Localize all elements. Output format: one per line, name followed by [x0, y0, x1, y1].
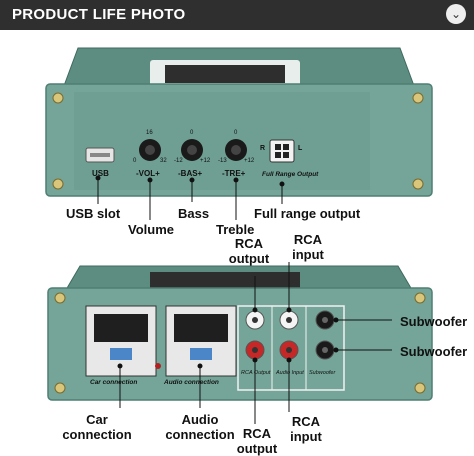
- bas-scale-top: 0: [190, 130, 194, 136]
- rca-input-callout-bottom: RCA input: [290, 414, 322, 444]
- rca-output-callout-top: RCA output: [228, 236, 270, 266]
- car-connection-label: Car connection: [90, 379, 137, 386]
- audio-connection-callout: Audio connection: [165, 412, 235, 442]
- bas-scale-min: -12: [174, 158, 183, 164]
- header-title: PRODUCT LIFE PHOTO: [12, 6, 186, 23]
- full-range-output-callout: Full range output: [254, 206, 361, 221]
- audio-connection-label: Audio connection: [163, 379, 219, 386]
- volume-callout: Volume: [128, 222, 174, 237]
- bas-knob-label: -BAS+: [178, 169, 203, 178]
- usb-slot-callout: USB slot: [66, 206, 121, 221]
- product-photo: USB 16 0 32 0 -12 +12 0 -13 +12 -VOL+ -B…: [45, 47, 433, 424]
- fr-left-label: L: [298, 145, 303, 152]
- vol-scale-top: 16: [146, 130, 153, 136]
- chevron-down-icon[interactable]: ⌄: [446, 4, 466, 24]
- bas-scale-max: +12: [200, 158, 211, 164]
- subwoofer-callout-1: Subwoofer: [400, 314, 468, 329]
- vol-scale-min: 0: [133, 158, 137, 164]
- car-connection-callout: Car connection: [62, 412, 132, 442]
- fr-output-label: Full Range Output: [262, 171, 319, 178]
- rca-output-panel-label: RCA Output: [241, 370, 271, 376]
- bottom-device: Car connection Audio connection RCA Outp…: [47, 262, 433, 424]
- bass-callout: Bass: [178, 206, 210, 221]
- subwoofer-callout-2: Subwoofer: [400, 344, 468, 359]
- usb-port-label: USB: [92, 169, 109, 178]
- tre-knob-label: -TRE+: [222, 169, 246, 178]
- rca-output-callout-bottom: RCA output: [236, 426, 278, 456]
- subwoofer-panel-label: Subwoofer: [309, 370, 336, 376]
- page-header: PRODUCT LIFE PHOTO ⌄: [0, 0, 474, 30]
- audio-input-panel-label: Audio Input: [275, 370, 304, 376]
- top-device: USB 16 0 32 0 -12 +12 0 -13 +12 -VOL+ -B…: [45, 47, 433, 220]
- tre-scale-max: +12: [244, 158, 255, 164]
- rca-input-callout-top: RCA input: [292, 232, 324, 262]
- fr-right-label: R: [260, 145, 265, 152]
- tre-scale-min: -13: [218, 158, 227, 164]
- tre-scale-top: 0: [234, 130, 238, 136]
- vol-scale-max: 32: [160, 158, 167, 164]
- treble-callout: Treble: [216, 222, 255, 237]
- vol-knob-label: -VOL+: [136, 169, 160, 178]
